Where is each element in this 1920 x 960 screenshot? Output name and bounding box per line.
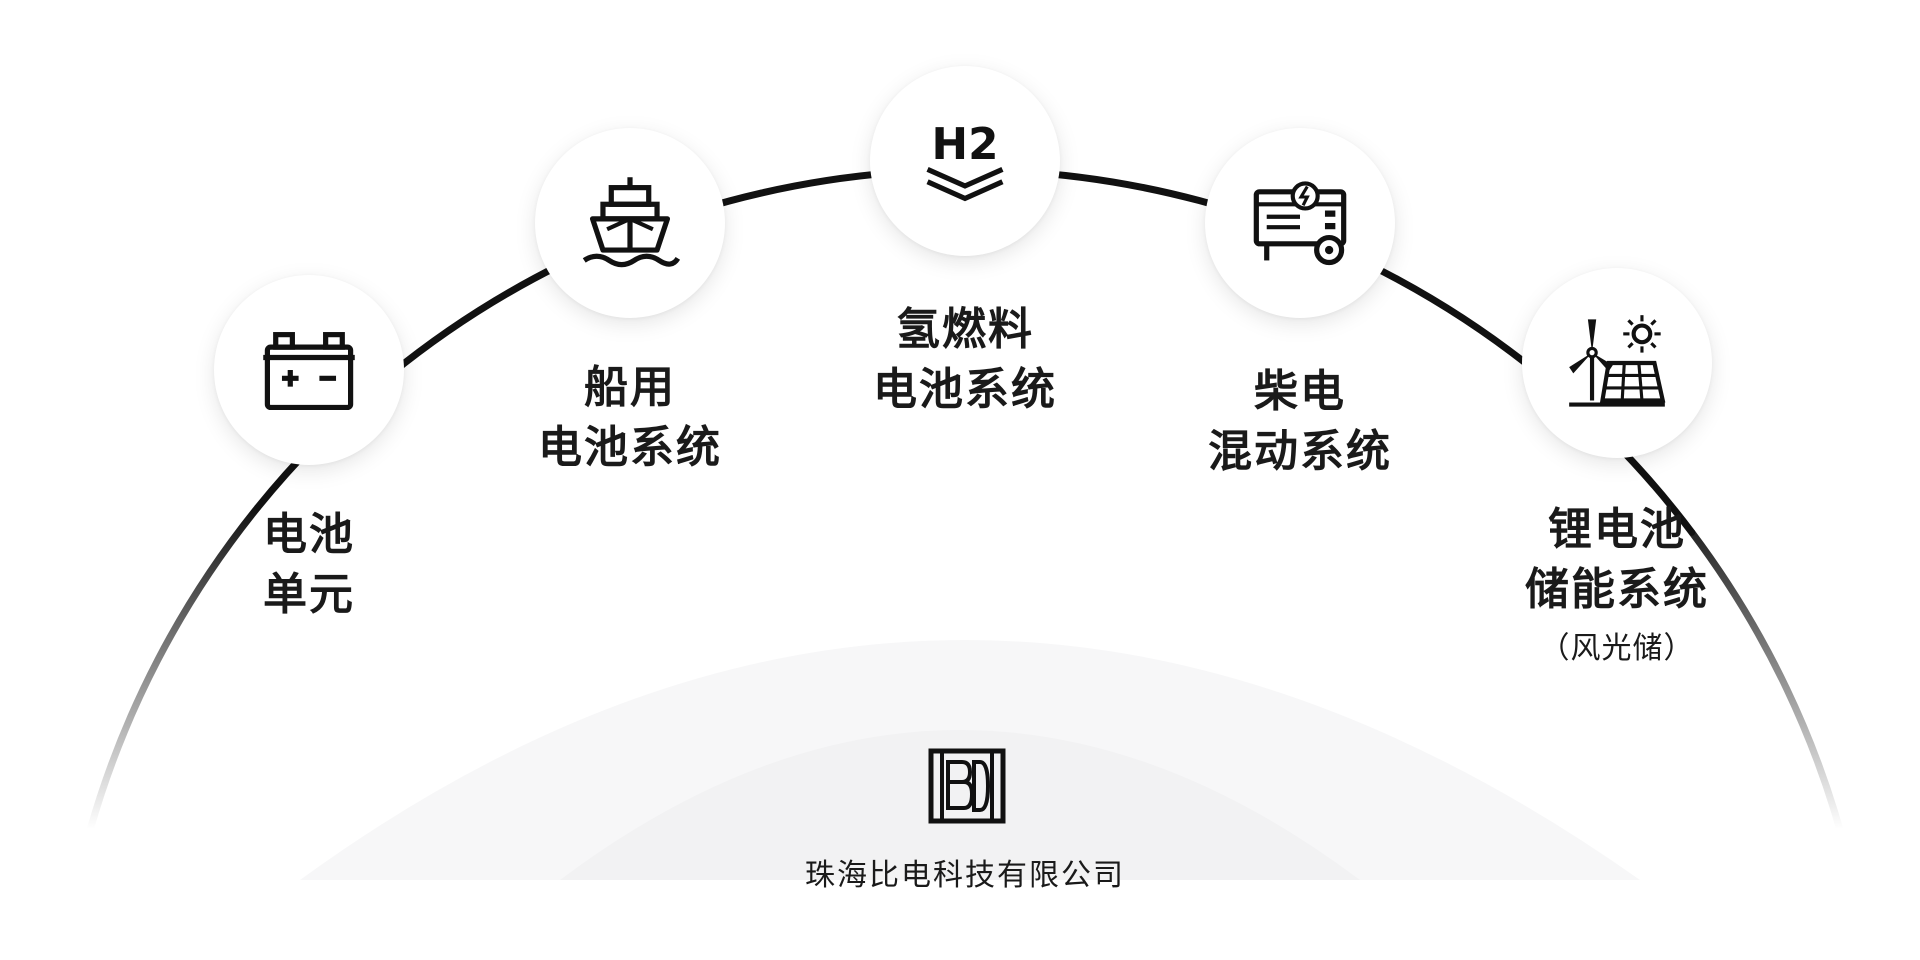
label-line: 柴电 — [1254, 366, 1346, 417]
label-line: 锂电池 — [1548, 504, 1686, 555]
label-sub: （风光储） — [1539, 631, 1695, 666]
label-line: 电池 — [263, 509, 355, 560]
label-battery-cell: 电池 单元 — [229, 505, 389, 625]
label-lithium-storage: 锂电池 储能系统 （风光储） — [1512, 500, 1722, 672]
label-line: 电池系统 — [538, 422, 722, 473]
node-solar-wind — [1522, 268, 1712, 458]
h2-text: H2 — [932, 119, 999, 170]
label-line: 电池系统 — [873, 364, 1057, 415]
label-line: 储能系统 — [1525, 564, 1709, 615]
battery-icon — [263, 332, 355, 411]
node-generator — [1205, 128, 1395, 318]
label-line: 氢燃料 — [896, 304, 1034, 355]
label-hydrogen-fuel-cell: 氢燃料 电池系统 — [850, 300, 1080, 420]
node-ship — [535, 128, 725, 318]
company-name: 珠海比电科技有限公司 — [805, 858, 1125, 893]
inner-dome — [560, 730, 1360, 880]
label-marine-battery: 船用 电池系统 — [520, 358, 740, 478]
label-line: 单元 — [263, 569, 355, 620]
label-diesel-hybrid: 柴电 混动系统 — [1190, 362, 1410, 482]
hydrogen-h2-icon: H2 — [926, 119, 1004, 202]
node-battery — [214, 275, 404, 465]
ship-icon — [582, 177, 681, 268]
label-line: 船用 — [584, 362, 676, 413]
label-line: 混动系统 — [1208, 426, 1392, 477]
node-hydrogen: H2 — [870, 66, 1060, 256]
solar-wind-icon — [1569, 315, 1666, 407]
generator-icon — [1253, 181, 1347, 266]
bd-logo — [928, 748, 1006, 824]
